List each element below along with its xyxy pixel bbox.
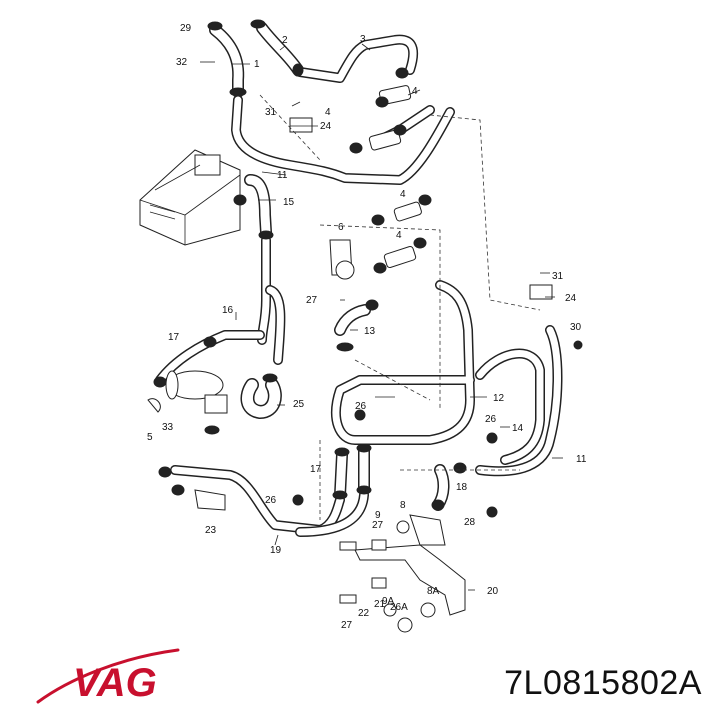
callout-27: 27 <box>306 295 318 306</box>
callout-28: 28 <box>464 517 476 528</box>
coolant-pump <box>165 370 228 414</box>
callout-30: 30 <box>570 322 582 333</box>
callout-19: 19 <box>270 545 282 556</box>
callout-18: 18 <box>456 482 468 493</box>
callout-27: 27 <box>372 520 384 531</box>
callout-labels: 1 2 3 4 4 4 4 5 6 8 8A 9 9A 11 11 12 13 … <box>147 23 587 631</box>
callout-25: 25 <box>293 399 305 410</box>
callout-26: 26 <box>355 401 367 412</box>
callout-31: 31 <box>552 271 564 282</box>
callout-3: 3 <box>360 34 366 45</box>
hose-clamps <box>153 19 583 518</box>
callout-22: 22 <box>358 608 370 619</box>
callout-33: 33 <box>162 422 174 433</box>
callout-1: 1 <box>254 59 260 70</box>
callout-29: 29 <box>180 23 192 34</box>
callout-31: 31 <box>265 107 277 118</box>
callout-17: 17 <box>310 464 322 475</box>
valves-and-fittings <box>147 85 553 633</box>
callout-21: 21 <box>374 599 386 610</box>
callout-6: 6 <box>338 222 344 233</box>
callout-13: 13 <box>364 326 376 337</box>
callout-8: 8 <box>400 500 406 511</box>
callout-17: 17 <box>168 332 180 343</box>
callout-24: 24 <box>565 293 577 304</box>
part-number: 7L0815802A <box>504 664 702 702</box>
callout-32: 32 <box>176 57 188 68</box>
callout-11: 11 <box>277 170 288 181</box>
callout-15: 15 <box>283 197 295 208</box>
callout-26: 26 <box>485 414 497 425</box>
callout-26a: 26A <box>390 602 408 613</box>
callout-14: 14 <box>512 423 524 434</box>
callout-12: 12 <box>493 393 505 404</box>
callout-8a: 8A <box>427 586 440 597</box>
hose-network <box>155 22 563 537</box>
callout-5: 5 <box>147 432 153 443</box>
callout-2: 2 <box>282 35 288 46</box>
callout-27: 27 <box>341 620 353 631</box>
dashed-reference-lines <box>259 94 541 520</box>
vag-logo: VAG <box>36 648 180 705</box>
callout-20: 20 <box>487 586 499 597</box>
callout-9: 9 <box>375 510 381 521</box>
callout-4: 4 <box>412 86 418 97</box>
auxiliary-heater-unit <box>139 149 241 246</box>
callout-11: 11 <box>576 454 587 465</box>
callout-4: 4 <box>396 230 402 241</box>
callout-24: 24 <box>320 121 332 132</box>
bracket <box>354 514 466 616</box>
callout-16: 16 <box>222 305 234 316</box>
callout-9a: 9A <box>382 596 395 607</box>
callout-4: 4 <box>400 189 406 200</box>
logo-text: VAG <box>73 661 157 705</box>
logo-swoosh <box>36 648 180 704</box>
leader-lines <box>200 43 563 591</box>
callout-4: 4 <box>325 107 331 118</box>
callout-23: 23 <box>205 525 217 536</box>
callout-26: 26 <box>265 495 277 506</box>
